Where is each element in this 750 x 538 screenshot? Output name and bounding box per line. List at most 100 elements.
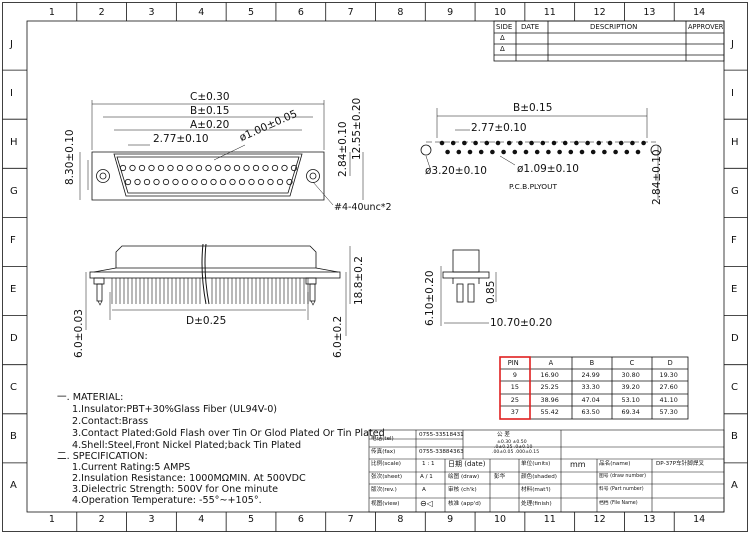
units-label: 单位(units) — [521, 461, 551, 467]
rev-value: A — [422, 487, 426, 493]
contact-pin — [248, 178, 255, 186]
dim-188: 18.8±0.2 — [353, 256, 365, 305]
column-label: 10 — [493, 7, 507, 18]
spec-line: 1.Current Rating:5 AMPS — [72, 462, 191, 473]
row-label: E — [10, 284, 17, 296]
tolerance-line: .00±0.05 .000±0.15 — [492, 450, 540, 455]
column-label: 11 — [543, 7, 556, 18]
pcb-hole — [501, 149, 506, 155]
table-cell: 57.30 — [659, 408, 678, 416]
table-cell: 9 — [512, 371, 517, 379]
file-name-label: 档档 (File Name) — [599, 501, 638, 506]
pcb-hole — [630, 140, 635, 146]
spec-line: 4.Operation Temperature: -55°~+105°. — [72, 495, 262, 506]
column-label: 9 — [447, 514, 454, 525]
material-line: 4.Shell:Steel,Front Nickel Plated;back T… — [72, 440, 302, 451]
material-line: 3.Contact Plated:Gold Flash over Tin Or … — [72, 428, 385, 439]
contact-pin — [172, 178, 179, 186]
contact-pin — [167, 164, 174, 172]
row-label: I — [731, 87, 734, 99]
column-label: 9 — [447, 7, 454, 18]
dim-1070: 10.70±0.20 — [490, 317, 553, 329]
pcb-hole — [518, 140, 523, 146]
tolerance-head: 公 差 — [497, 432, 510, 438]
contact-pin — [271, 164, 279, 172]
column-label: 2 — [98, 7, 105, 18]
material-title: 一. MATERIAL: — [57, 392, 124, 403]
row-label: G — [731, 185, 739, 197]
row-label: H — [10, 136, 18, 148]
column-label: 5 — [248, 7, 255, 18]
contact-pin — [129, 164, 136, 172]
dim-284: 2.84±0.10 — [337, 121, 349, 177]
pcb-hole — [540, 140, 546, 146]
contact-pin — [233, 164, 241, 172]
dim-c: C±0.30 — [190, 91, 230, 103]
contact-pin — [219, 178, 227, 186]
sheet-value: A / 1 — [420, 474, 433, 480]
fax-value: 0755-33884363 — [419, 449, 464, 455]
shaded-label: 颜色(shaded) — [521, 474, 557, 480]
row-label: J — [10, 38, 13, 50]
table-cell: 55.42 — [540, 408, 559, 416]
row-label: C — [10, 382, 17, 394]
revision-symbol: Δ — [500, 45, 505, 53]
column-label: 7 — [347, 514, 354, 525]
column-label: 10 — [493, 514, 507, 525]
table-cell: 37 — [510, 408, 519, 416]
row-label: H — [731, 136, 739, 148]
revision-header-date: DATE — [521, 23, 540, 31]
pcb-hole — [551, 140, 557, 146]
row-label: I — [10, 87, 13, 99]
row-label: A — [731, 480, 738, 492]
contact-pin — [143, 178, 151, 186]
contact-pin — [138, 164, 146, 172]
dim-085: 0.85 — [485, 280, 497, 304]
row-label: D — [10, 333, 18, 345]
contact-pin — [267, 178, 274, 186]
contact-pin — [276, 178, 284, 186]
table-header: PIN — [507, 359, 519, 367]
drawer-value: 彭华 — [494, 474, 506, 480]
pcb-hole — [439, 140, 445, 146]
pcb-hole — [624, 149, 630, 155]
pcb-hole — [478, 149, 484, 155]
view-projection-icon: ⊖◁ — [420, 499, 433, 508]
pcb-hole — [467, 149, 473, 155]
contact-pin — [148, 164, 155, 172]
pcb-hole — [596, 140, 602, 146]
pcb-hole — [574, 140, 579, 146]
pcb-hole — [607, 140, 613, 146]
pcb-hole — [506, 140, 512, 146]
material-line: 1.Insulator:PBT+30%Glass Fiber (UL94V-0) — [72, 404, 278, 415]
dim-a: A±0.20 — [190, 119, 230, 131]
contact-pin — [157, 164, 165, 172]
column-label: 8 — [397, 7, 404, 18]
contact-pin — [200, 178, 208, 186]
contact-pin — [176, 164, 184, 172]
draw-label: 绘图 (draw) — [448, 474, 480, 480]
table-cell: 25 — [510, 396, 519, 404]
row-label: F — [731, 234, 737, 246]
name-label: 品名(name) — [599, 461, 631, 467]
fax-label: 传真(fax) — [371, 449, 396, 455]
check-label: 审核 (ch'k) — [448, 487, 477, 493]
scale-label: 比例(scale) — [371, 461, 401, 467]
spec-title: 二. SPECIFICATION: — [57, 451, 148, 462]
table-cell: 15 — [510, 383, 519, 391]
contact-pin — [181, 178, 189, 186]
contact-pin — [281, 164, 288, 172]
contact-pin — [262, 164, 269, 172]
column-label: 12 — [593, 514, 606, 525]
row-label: C — [731, 382, 738, 394]
column-label: 3 — [148, 514, 155, 525]
contact-pin — [186, 164, 193, 172]
row-label: G — [10, 185, 18, 197]
pcb-hole — [562, 140, 568, 146]
pcb-hole — [484, 140, 490, 146]
pcb-hole — [450, 140, 456, 146]
pcb-hole — [529, 140, 534, 146]
pcb-hole — [602, 149, 607, 155]
units-value: mm — [570, 460, 586, 469]
